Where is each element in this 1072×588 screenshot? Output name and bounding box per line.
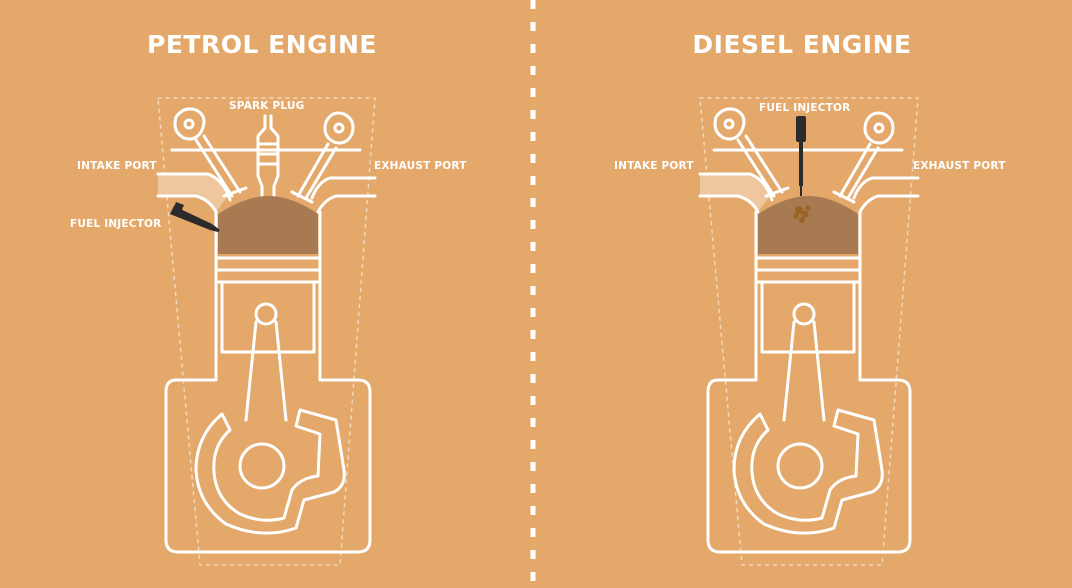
diesel-fuel-injector-icon [796,116,806,196]
diesel-exhaust-cam [863,111,895,145]
petrol-exhaust-cam [323,111,355,145]
diesel-exhaust-port [852,176,920,214]
petrol-fuel-injector-icon [170,202,220,232]
petrol-piston [216,256,320,354]
petrol-intake-valve [194,134,248,198]
petrol-spark-plug [256,114,280,198]
diesel-piston [756,256,860,354]
diesel-intake-cam [713,107,746,141]
petrol-exhaust-port-label: EXHAUST PORT [374,160,467,172]
petrol-crankcase [164,378,372,554]
petrol-dotted-outline [157,97,376,566]
petrol-connecting-rod [244,320,288,422]
diesel-dotted-outline [699,97,919,566]
diesel-connecting-rod [782,320,826,422]
diesel-wrist-pin [792,302,816,326]
petrol-engine-drawing [156,97,377,566]
diesel-crankshaft [776,442,824,490]
petrol-wrist-pin [254,302,278,326]
petrol-crank-web [194,408,346,535]
diesel-crankcase [706,378,912,554]
petrol-exhaust-valve [290,142,338,204]
diesel-fuel-spray-icon [793,205,811,223]
diesel-exhaust-port-label: EXHAUST PORT [913,160,1006,172]
diesel-intake-port-label: INTAKE PORT [614,160,694,172]
diesel-fuel-injector-label: FUEL INJECTOR [759,102,851,114]
diesel-exhaust-valve [832,142,880,204]
petrol-exhaust-port [310,176,377,214]
petrol-intake-port-label: INTAKE PORT [77,160,157,172]
diesel-crank-web [732,408,884,535]
petrol-intake-cam [173,107,206,141]
petrol-combustion-chamber [218,196,318,254]
petrol-engine-title: PETROL ENGINE [147,30,377,59]
diesel-engine-drawing [698,97,920,566]
petrol-fuel-injector-label: FUEL INJECTOR [70,218,162,230]
diesel-intake-valve [736,134,790,198]
petrol-crankshaft [238,442,286,490]
diesel-combustion-chamber [758,196,858,254]
petrol-spark-plug-label: SPARK PLUG [229,100,305,112]
diesel-engine-title: DIESEL ENGINE [692,30,912,59]
